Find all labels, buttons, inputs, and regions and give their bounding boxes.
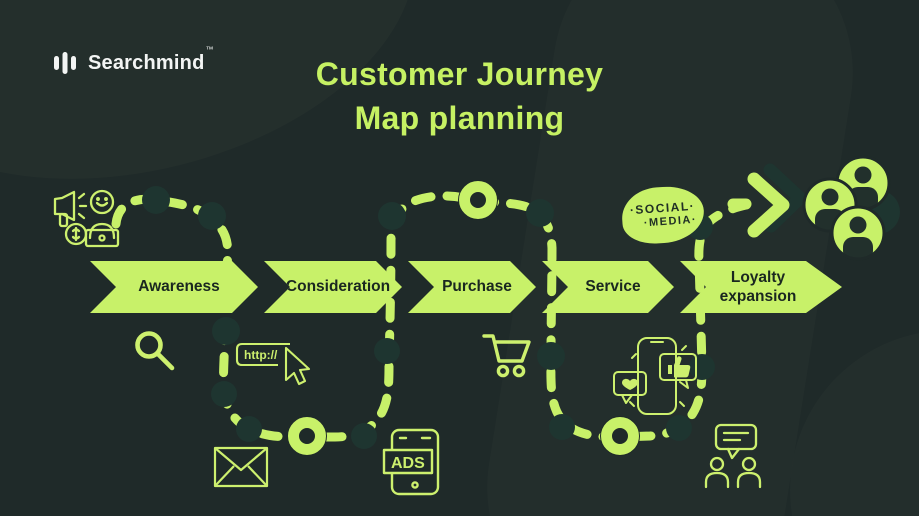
stage-service: Service bbox=[542, 261, 674, 313]
journey-stage-banner: Awareness Consideration Purchase Service… bbox=[90, 261, 842, 313]
envelope-icon bbox=[213, 446, 269, 488]
page-title: Customer Journey Map planning bbox=[0, 52, 919, 140]
shopping-cart-icon bbox=[482, 334, 531, 378]
stage-purchase: Purchase bbox=[408, 261, 536, 313]
stage-loyalty-expansion: Loyalty expansion bbox=[680, 261, 842, 313]
ads-phone-icon: ADS bbox=[382, 428, 440, 496]
title-line-1: Customer Journey bbox=[315, 56, 604, 92]
stage-label: Awareness bbox=[138, 278, 220, 296]
social-blob-line-2: ·MEDIA· bbox=[643, 213, 698, 229]
brand-name-text: Searchmind bbox=[88, 51, 205, 74]
http-label: http:// bbox=[244, 348, 278, 362]
journey-node-dots bbox=[142, 186, 715, 449]
stage-label: Consideration bbox=[285, 278, 391, 296]
megaphone-marketer-icon bbox=[53, 189, 120, 248]
search-icon bbox=[135, 331, 175, 371]
stage-label: Loyalty expansion bbox=[719, 268, 797, 305]
brand-name: Searchmind™ bbox=[88, 45, 213, 75]
stage-label: Purchase bbox=[442, 278, 512, 296]
title-line-2: Map planning bbox=[354, 100, 565, 137]
stage-awareness: Awareness bbox=[90, 261, 258, 313]
stage-consideration: Consideration bbox=[264, 261, 402, 313]
http-cursor-icon: http:// bbox=[235, 342, 311, 386]
brand-logo: Searchmind™ bbox=[52, 45, 213, 76]
searchmind-logo-icon bbox=[54, 52, 76, 74]
customers-group-icon bbox=[802, 155, 900, 261]
ads-label: ADS bbox=[391, 455, 425, 472]
forward-arrow-icon bbox=[727, 163, 807, 238]
trademark-symbol: ™ bbox=[205, 44, 214, 54]
chat-people-icon bbox=[704, 423, 762, 489]
journey-donut-nodes bbox=[287, 180, 640, 456]
stage-label: Service bbox=[585, 278, 641, 296]
social-reactions-phone-icon bbox=[613, 337, 697, 415]
